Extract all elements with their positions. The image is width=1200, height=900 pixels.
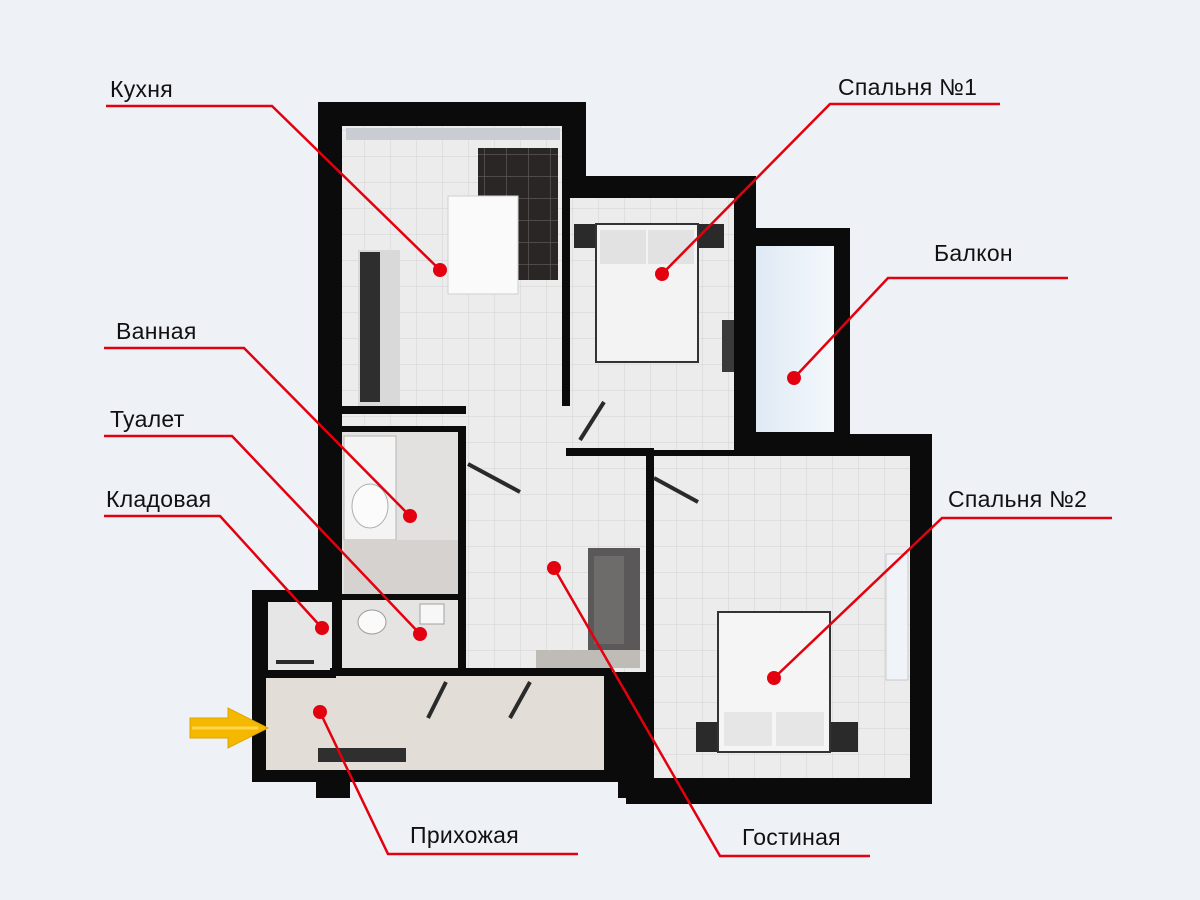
callout-balcony [793, 276, 1068, 379]
callout-bathroom [104, 346, 411, 517]
dot-toilet [413, 627, 427, 641]
dot-bedroom1 [655, 267, 669, 281]
callout-bedroom1 [661, 102, 1000, 275]
dot-living [547, 561, 561, 575]
interior-walls [262, 406, 654, 778]
bathroom-fixtures [343, 435, 458, 635]
entrance-arrow-icon [189, 707, 270, 749]
dot-bathroom [403, 509, 417, 523]
bedroom2-bed [696, 553, 909, 753]
living-sofa [536, 548, 640, 668]
label-living: Гостиная [742, 824, 841, 850]
label-balcony: Балкон [934, 240, 1013, 266]
balcony-floor [756, 246, 834, 432]
callout-toilet [104, 434, 421, 635]
label-hallway: Прихожая [410, 822, 519, 848]
label-toilet: Туалет [110, 406, 185, 432]
dot-bedroom2 [767, 671, 781, 685]
callout-storage [104, 514, 323, 629]
callout-hallway [318, 711, 578, 856]
kitchen-furniture [346, 128, 560, 406]
label-bedroom2: Спальня №2 [948, 486, 1088, 512]
doors [276, 400, 699, 719]
callout-bedroom2 [773, 516, 1112, 679]
callout-kitchen [106, 104, 441, 271]
hallway-floor [266, 676, 604, 770]
callouts [104, 102, 1112, 858]
callout-dots [313, 263, 801, 719]
kitchen-table [447, 195, 519, 295]
callout-living [552, 567, 870, 858]
hallway-mat [318, 748, 406, 762]
dot-kitchen [433, 263, 447, 277]
label-bathroom: Ванная [116, 318, 197, 344]
dot-storage [315, 621, 329, 635]
dot-hallway [313, 705, 327, 719]
dot-balcony [787, 371, 801, 385]
label-kitchen: Кухня [110, 76, 174, 102]
label-bedroom1: Спальня №1 [838, 74, 978, 100]
label-storage: Кладовая [106, 486, 212, 512]
